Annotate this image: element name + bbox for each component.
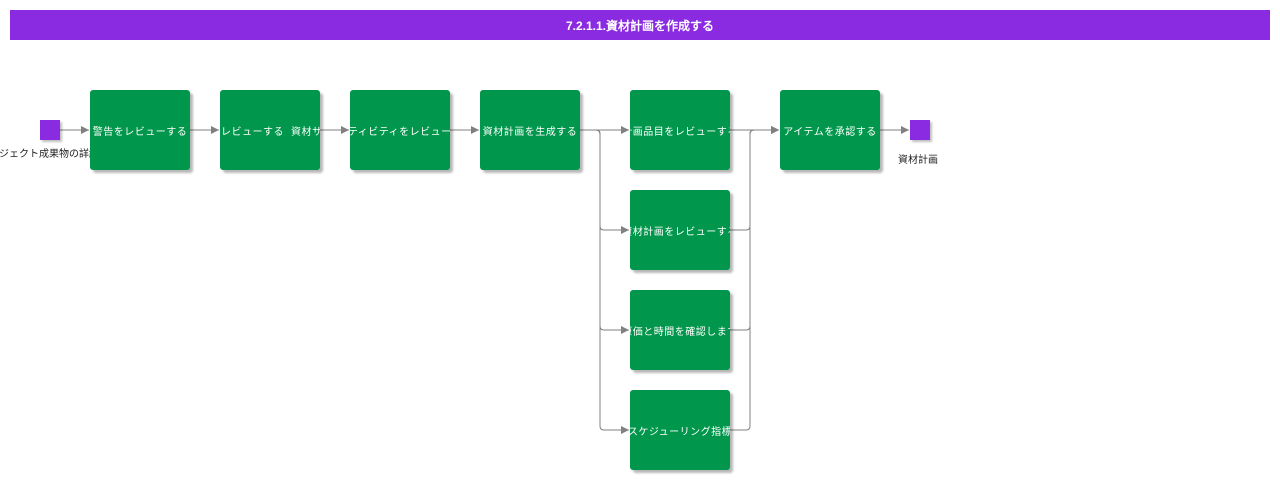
step-review-activities[interactable]: アクティビティをレビューする bbox=[350, 90, 450, 170]
connector-fork-4 bbox=[580, 129, 629, 434]
end-terminal-label: 資材計画 bbox=[898, 155, 938, 166]
connector-join-2 bbox=[730, 126, 779, 231]
step-review-planned-items[interactable]: 計画品目をレビューする bbox=[630, 90, 730, 170]
end-terminal[interactable] bbox=[910, 120, 930, 140]
step-review-options[interactable]: オプションをレビューする 資材サ bbox=[220, 90, 320, 170]
step-label: 資材計画を生成する bbox=[482, 126, 578, 138]
step-label: スケジューリング指標 bbox=[630, 426, 730, 438]
start-terminal-label: プロジェクト成果物の詳細構成 bbox=[0, 149, 119, 160]
step-label: オプションをレビューする bbox=[220, 126, 284, 138]
start-terminal[interactable] bbox=[40, 120, 60, 140]
diagram-title: 7.2.1.1.資材計画を作成する bbox=[10, 10, 1270, 40]
connector-fork-2 bbox=[580, 129, 629, 234]
connector-join-4 bbox=[730, 126, 779, 431]
step-label: アクティビティをレビューする bbox=[350, 126, 450, 138]
step-review-warnings[interactable]: 警告をレビューする bbox=[90, 90, 190, 170]
step-review-material-plan[interactable]: 資材計画をレビューする bbox=[630, 190, 730, 270]
step-label: 資材計画をレビューする bbox=[630, 226, 730, 238]
connector-join-3 bbox=[730, 126, 779, 331]
step-scheduling-metrics[interactable]: スケジューリング指標 bbox=[630, 390, 730, 470]
step-label: アイテムを承認する bbox=[783, 126, 877, 138]
step-approve-items[interactable]: アイテムを承認する bbox=[780, 90, 880, 170]
step-generate-plan[interactable]: 資材計画を生成する bbox=[480, 90, 580, 170]
step-label-overlap: 資材サ bbox=[291, 126, 320, 138]
step-label: 原価と時間を確認します bbox=[630, 326, 730, 338]
connector-fork-3 bbox=[580, 129, 629, 334]
step-label: 計画品目をレビューする bbox=[630, 126, 730, 138]
step-confirm-cost-time[interactable]: 原価と時間を確認します bbox=[630, 290, 730, 370]
step-label: 警告をレビューする bbox=[92, 126, 188, 138]
